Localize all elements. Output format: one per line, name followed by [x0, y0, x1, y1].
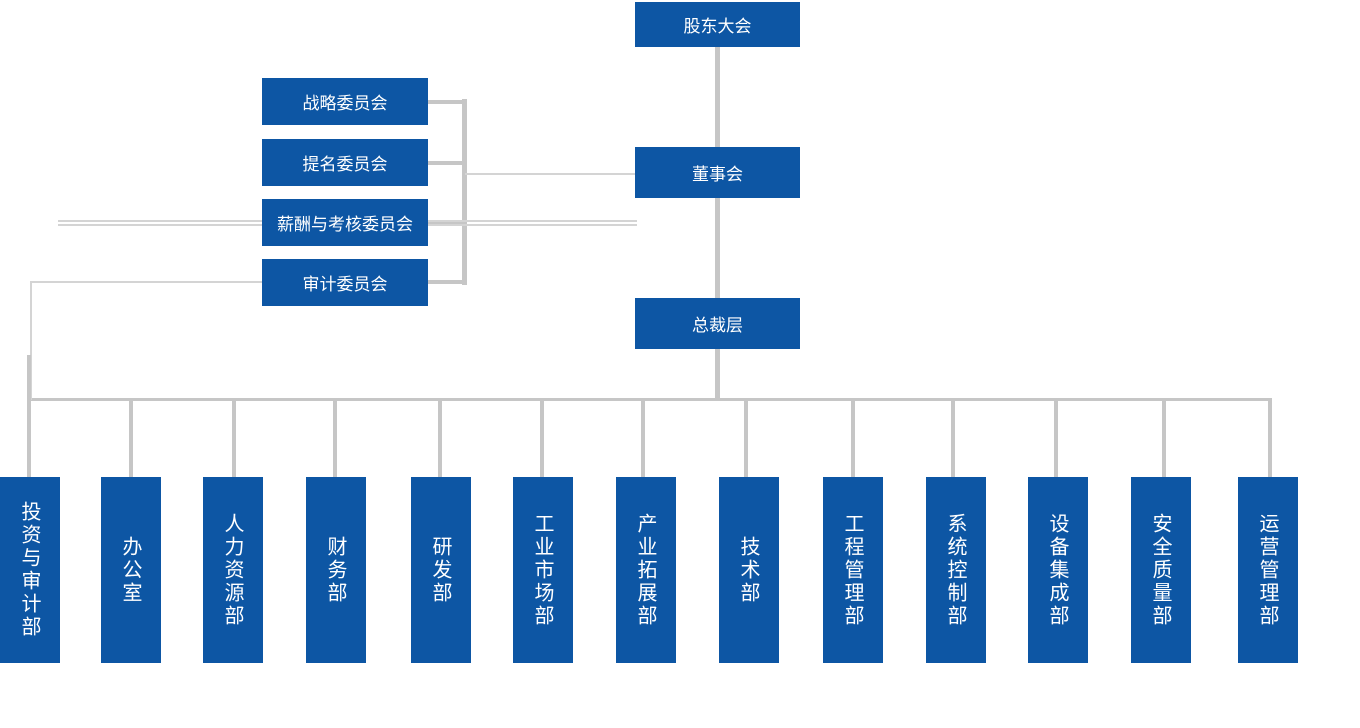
node-shareholders-meeting: 股东大会: [635, 2, 800, 47]
node-dept-operations-management: 运营管理部: [1238, 477, 1298, 663]
connector-audit-left-line: [30, 281, 262, 283]
node-dept-industry-expansion: 产业拓展部: [616, 477, 676, 663]
node-label: 股东大会: [683, 17, 752, 37]
connector-audit-vertical-line: [30, 281, 32, 400]
node-committee-remuneration-appraisal: 薪酬与考核委员会: [262, 199, 428, 246]
connector-remuneration-right-line-1: [428, 220, 637, 222]
node-label: 薪酬与考核委员会: [277, 215, 413, 235]
connector-committee-stub-strategy: [427, 100, 467, 104]
node-dept-human-resources: 人力资源部: [203, 477, 263, 663]
node-label: 工业市场部: [531, 512, 555, 628]
connector-drop-12: [1162, 400, 1166, 477]
connector-drop-1: [27, 400, 31, 477]
node-dept-office: 办公室: [101, 477, 161, 663]
connector-drop-4: [333, 400, 337, 477]
connector-committee-stub-remuneration: [427, 220, 467, 224]
connector-spine-board-president: [715, 198, 720, 298]
node-dept-industrial-market: 工业市场部: [513, 477, 573, 663]
node-label: 总裁层: [692, 316, 743, 336]
node-label: 运营管理部: [1256, 512, 1280, 628]
node-label: 系统控制部: [944, 512, 968, 628]
node-committee-audit: 审计委员会: [262, 259, 428, 306]
connector-drop-8: [744, 400, 748, 477]
node-label: 董事会: [692, 165, 743, 185]
connector-committee-stub-audit: [427, 280, 467, 284]
connector-remuneration-left-line-2: [58, 224, 262, 226]
node-dept-engineering-management: 工程管理部: [823, 477, 883, 663]
node-label: 审计委员会: [302, 275, 388, 295]
node-label: 财务部: [324, 535, 348, 605]
connector-spine-president-rail: [715, 349, 720, 398]
node-label: 投资与审计部: [18, 501, 42, 639]
node-president-level: 总裁层: [635, 298, 800, 349]
connector-drop-13: [1268, 400, 1272, 477]
connector-drop-2: [129, 400, 133, 477]
node-label: 设备集成部: [1046, 512, 1070, 628]
node-label: 办公室: [119, 535, 143, 605]
node-board-of-directors: 董事会: [635, 147, 800, 198]
connector-remuneration-right-line-2: [428, 224, 637, 226]
connector-drop-5: [438, 400, 442, 477]
node-label: 工程管理部: [841, 512, 865, 628]
node-label: 战略委员会: [302, 94, 388, 114]
connector-drop-3: [232, 400, 236, 477]
node-label: 人力资源部: [221, 512, 245, 628]
node-committee-nomination: 提名委员会: [262, 139, 428, 186]
node-label: 安全质量部: [1149, 512, 1173, 628]
node-label: 研发部: [429, 535, 453, 605]
node-dept-investment-audit: 投资与审计部: [0, 477, 60, 663]
connector-rail: [27, 398, 1272, 401]
node-label: 技术部: [737, 535, 761, 605]
node-dept-research-development: 研发部: [411, 477, 471, 663]
connector-committee-stub-nomination: [427, 161, 467, 165]
connector-drop-9: [851, 400, 855, 477]
node-committee-strategy: 战略委员会: [262, 78, 428, 125]
node-label: 提名委员会: [302, 155, 388, 175]
node-dept-system-control: 系统控制部: [926, 477, 986, 663]
connector-remuneration-left-line-1: [58, 220, 262, 222]
node-dept-technology: 技术部: [719, 477, 779, 663]
node-dept-equipment-integration: 设备集成部: [1028, 477, 1088, 663]
node-dept-safety-quality: 安全质量部: [1131, 477, 1191, 663]
connector-dept1-upper-drop: [27, 355, 31, 400]
connector-spine-shareholders-board: [715, 47, 720, 147]
node-label: 产业拓展部: [634, 512, 658, 628]
connector-drop-6: [540, 400, 544, 477]
connector-committee-board-link: [465, 173, 635, 175]
connector-drop-10: [951, 400, 955, 477]
node-dept-finance: 财务部: [306, 477, 366, 663]
connector-drop-7: [641, 400, 645, 477]
connector-drop-11: [1054, 400, 1058, 477]
connector-committee-bus: [462, 99, 467, 285]
